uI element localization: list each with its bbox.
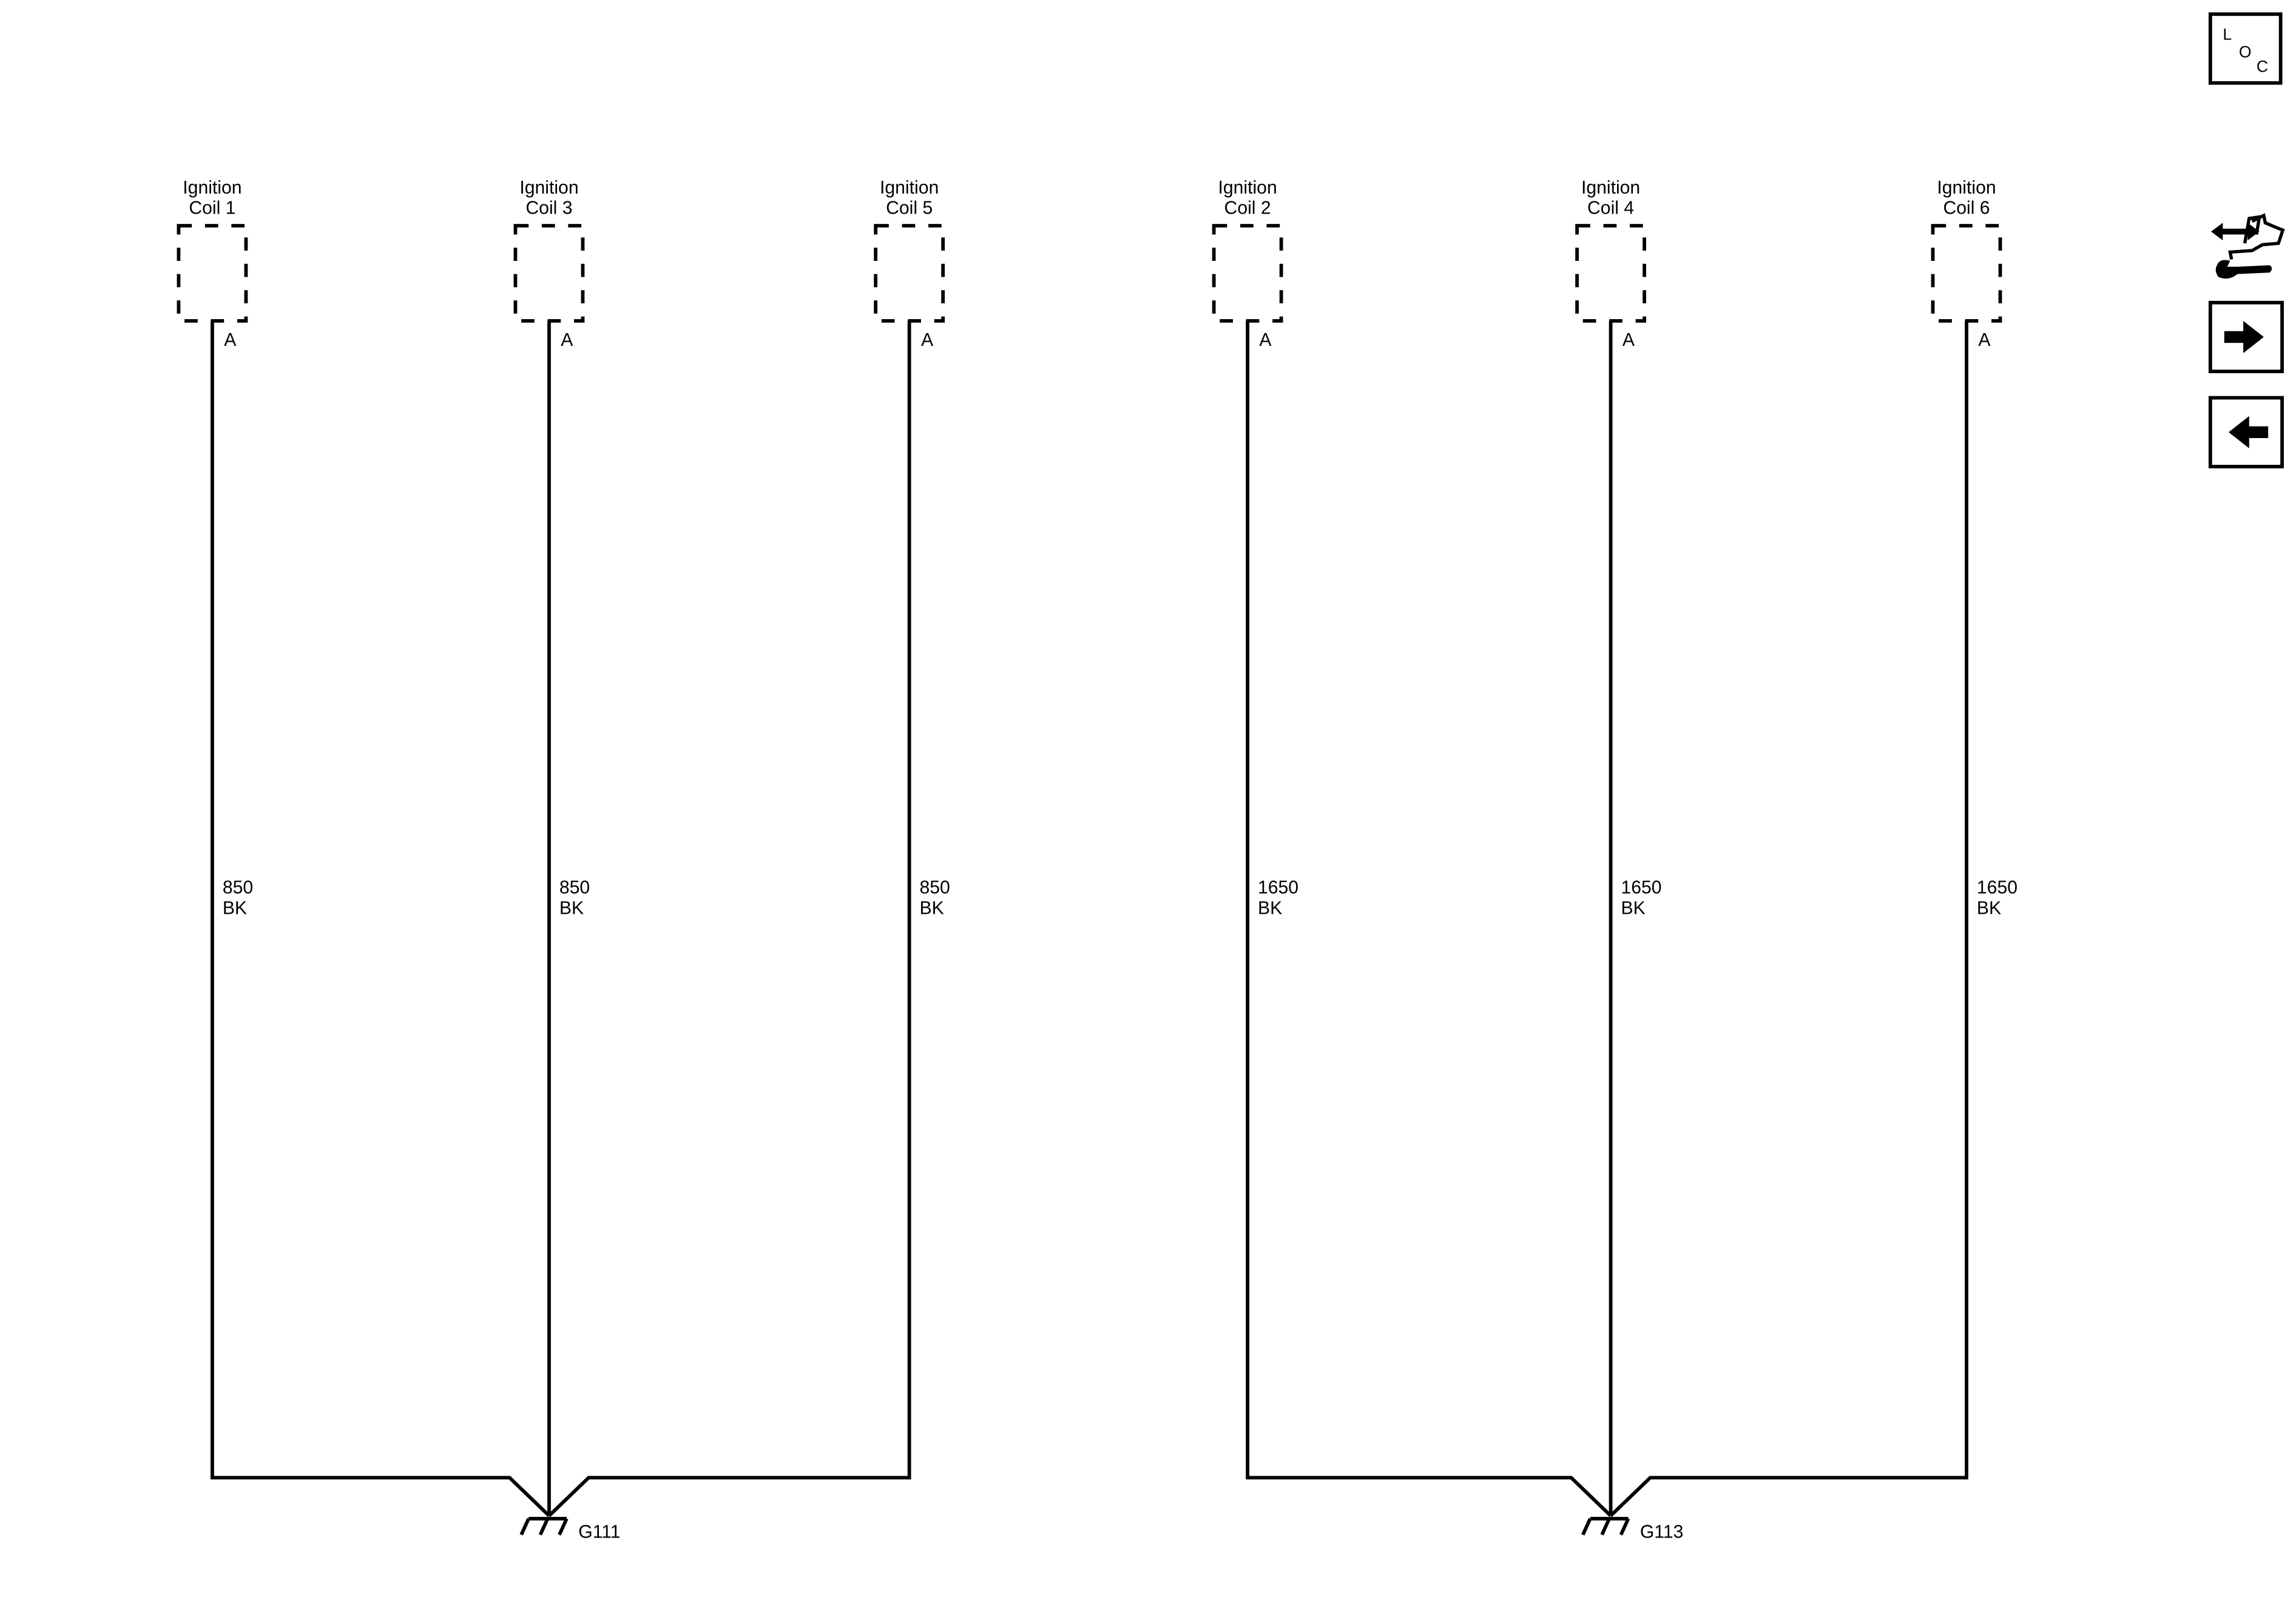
- coil-connector-box: [874, 224, 945, 323]
- connector-pin-label: A: [1622, 330, 1635, 350]
- coil-connector-box: [1575, 224, 1646, 323]
- next-page-button[interactable]: [2208, 300, 2284, 374]
- wire-size-label: 850: [559, 877, 590, 897]
- coil-title-line2: Coil 6: [1943, 198, 1990, 218]
- coil-connector-box: [1931, 224, 2002, 323]
- coil-connector-box: [177, 224, 248, 323]
- coil-connector-box: [513, 224, 585, 323]
- loc-letter-o: O: [2239, 42, 2252, 61]
- ground-circuit-G113: G113: [1246, 320, 1968, 1542]
- hand-wrench-icon[interactable]: [2211, 0, 2296, 279]
- coil-title-line2: Coil 2: [1224, 198, 1271, 218]
- wire-size-label: 1650: [1621, 877, 1661, 897]
- wire-size-label: 1650: [1977, 877, 2017, 897]
- coil-title-line2: Coil 4: [1587, 198, 1634, 218]
- ground-circuit-G111: G111: [211, 320, 911, 1542]
- wire: [1246, 320, 1968, 1517]
- arrow-right-icon: [2224, 320, 2264, 353]
- wire-color-label: BK: [223, 898, 247, 918]
- loc-button[interactable]: L O C: [2208, 12, 2283, 85]
- connector-pin-label: A: [224, 330, 237, 350]
- connector-pin-label: A: [1259, 330, 1272, 350]
- wire-size-label: 850: [920, 877, 950, 897]
- coil-title-line1: Ignition: [1937, 178, 1996, 198]
- connector-pin-label: A: [561, 330, 573, 350]
- previous-page-button[interactable]: [2208, 396, 2284, 468]
- ground-symbol-icon: [1581, 1517, 1630, 1536]
- coil-title-line1: Ignition: [1218, 178, 1277, 198]
- wire-size-label: 1650: [1258, 877, 1298, 897]
- loc-letter-l: L: [2223, 25, 2232, 44]
- coil-title-line2: Coil 5: [886, 198, 933, 218]
- ground-symbol-icon: [519, 1517, 569, 1536]
- wire-size-label: 850: [223, 877, 253, 897]
- loc-button-frame: [2208, 12, 2283, 85]
- wire-color-label: BK: [1621, 898, 1645, 918]
- coil-title-line2: Coil 3: [525, 198, 572, 218]
- ground-label: G113: [1640, 1522, 1684, 1542]
- wire-color-label: BK: [1977, 898, 2001, 918]
- coil-title-line1: Ignition: [183, 178, 241, 198]
- coil-title-line1: Ignition: [880, 178, 939, 198]
- arrow-left-icon: [2228, 416, 2269, 448]
- coil-title-line1: Ignition: [1581, 178, 1640, 198]
- coil-title-line1: Ignition: [519, 178, 578, 198]
- wire-color-label: BK: [559, 898, 584, 918]
- coil-title-line2: Coil 1: [189, 198, 235, 218]
- connector-pin-label: A: [1978, 330, 1991, 350]
- wire-color-label: BK: [920, 898, 944, 918]
- coil-connector-box: [1212, 224, 1283, 323]
- ground-label: G111: [578, 1522, 620, 1542]
- connector-pin-label: A: [921, 330, 934, 350]
- wire: [211, 320, 911, 1517]
- loc-letter-c: C: [2257, 58, 2268, 76]
- wire-color-label: BK: [1258, 898, 1282, 918]
